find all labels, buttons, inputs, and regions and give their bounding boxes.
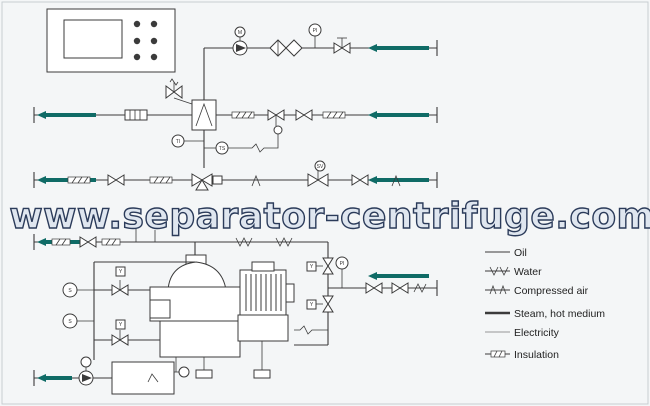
flow-arrow-water-out <box>37 238 46 246</box>
solenoid-valve-lower-icon: Y <box>306 295 334 313</box>
s-tag-upper: S <box>68 288 72 294</box>
steam-line <box>33 78 438 135</box>
steam-control-valve-icon <box>267 109 285 135</box>
insulation-segment <box>67 176 91 184</box>
y-tag-lower: Y <box>310 302 314 308</box>
water-valve-upper-icon: Y <box>111 266 129 296</box>
sludge-level-icon <box>178 366 190 378</box>
temperature-instruments: TI TS <box>171 130 279 168</box>
separator-icon <box>149 254 271 379</box>
water-valve-lower-icon: Y <box>111 319 129 346</box>
sludge-line <box>33 356 190 395</box>
outlet-line: PI Y Y <box>294 256 438 346</box>
left-control-loop: S S Y Y <box>62 261 195 360</box>
flow-arrow-oil-feed <box>368 44 377 52</box>
outlet-valve-icon <box>365 282 409 294</box>
flow-arrow-steam-out <box>37 111 46 119</box>
legend-label-steam: Steam, hot medium <box>514 308 605 320</box>
sv-tag: SV <box>317 164 324 170</box>
control-panel-buttons <box>133 20 158 61</box>
legend-item-steam: Steam, hot medium <box>485 308 605 320</box>
watermark-text: www.separator-centrifuge.com <box>9 196 650 237</box>
y-tag-left-upper: Y <box>119 269 123 275</box>
control-panel-screen <box>63 19 123 59</box>
legend: Oil Water Compressed air Steam, hot medi… <box>485 247 605 361</box>
sludge-tank-icon <box>111 361 175 395</box>
flow-arrow-steam-in <box>368 111 377 119</box>
legend-label-electricity: Electricity <box>514 327 560 339</box>
legend-label-water: Water <box>514 266 542 278</box>
separator-motor-icon <box>237 261 295 342</box>
s-tag-lower: S <box>68 319 72 325</box>
oil-return-valve-icon <box>107 174 125 186</box>
legend-label-oil: Oil <box>514 247 527 259</box>
legend-item-electricity: Electricity <box>485 327 560 339</box>
three-way-valve-icon <box>191 173 223 191</box>
steam-valve-icon <box>295 109 313 121</box>
insulation-segment <box>101 238 121 246</box>
ts-tag: TS <box>219 146 226 152</box>
oil-feed-line: M PI <box>203 23 438 100</box>
air-valve-icon <box>351 174 369 186</box>
insulation-segment <box>322 111 346 119</box>
solenoid-valve-upper-icon: Y <box>306 257 334 275</box>
insulation-segment <box>231 111 255 119</box>
flow-arrow-oil-return <box>37 176 46 184</box>
y-tag-upper: Y <box>310 264 314 270</box>
inlet-valve-icon <box>333 37 351 54</box>
steam-trap-icon <box>124 109 148 121</box>
pi-tag-top: PI <box>313 28 318 34</box>
legend-label-insulation: Insulation <box>514 349 559 361</box>
legend-item-water: Water <box>485 266 542 278</box>
legend-item-insulation: Insulation <box>485 349 559 361</box>
oil-return-line: SV <box>33 160 438 191</box>
legend-item-oil: Oil <box>485 247 527 259</box>
y-tag-left-lower: Y <box>119 322 123 328</box>
safety-valve-icon <box>165 78 193 105</box>
water-valve-icon <box>79 236 97 248</box>
control-panel <box>46 8 176 73</box>
insulation-segment <box>51 238 71 246</box>
flow-arrow-sludge <box>37 374 46 382</box>
pi-tag-outlet: PI <box>340 261 345 267</box>
flow-arrow-outlet <box>368 272 377 280</box>
ti-tag: TI <box>176 139 180 145</box>
legend-item-compressed-air: Compressed air <box>485 284 589 297</box>
insulation-segment <box>149 176 173 184</box>
strainer-icon <box>269 39 303 57</box>
flow-arrow-oil-in <box>368 176 377 184</box>
legend-label-compressed-air: Compressed air <box>514 285 589 297</box>
motor-tag: M <box>238 30 242 36</box>
compressed-air-symbol <box>251 174 261 187</box>
air-control-valve-icon: SV <box>307 160 329 187</box>
water-symbol <box>235 237 253 247</box>
water-line <box>33 220 329 345</box>
